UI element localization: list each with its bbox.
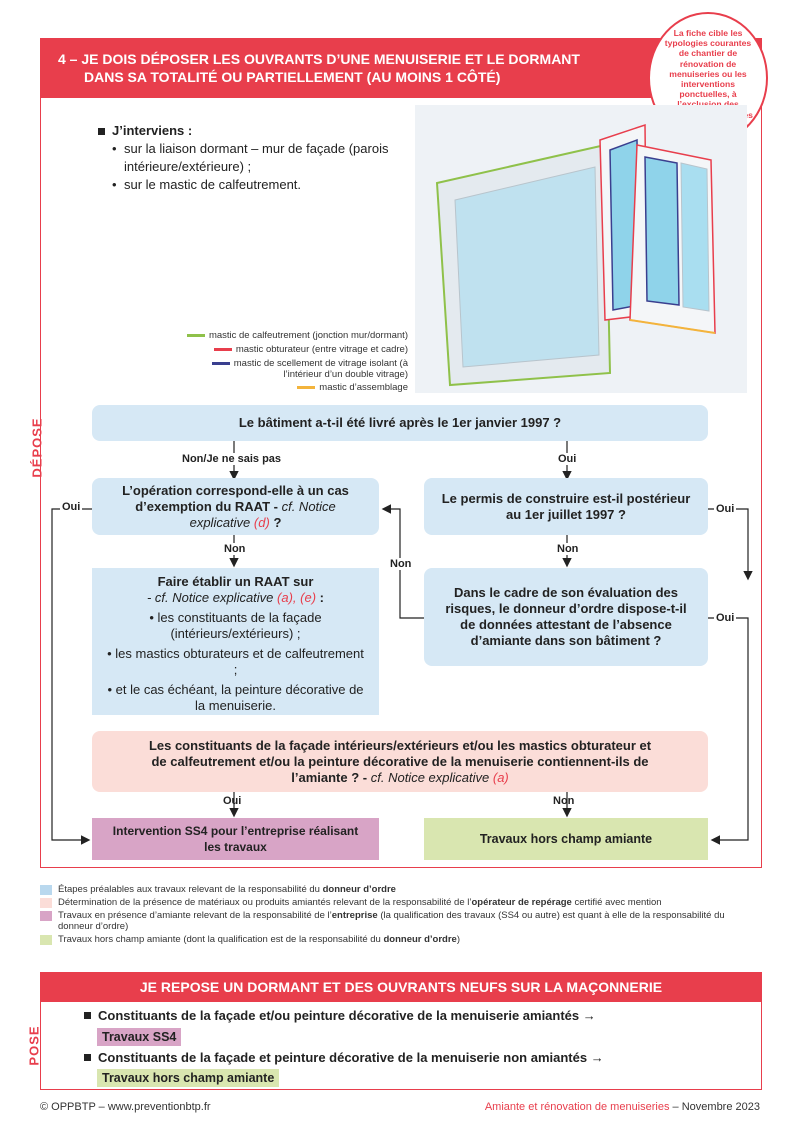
label-no: Non: [222, 543, 248, 555]
intro-item: sur le mastic de calfeutrement.: [112, 176, 398, 194]
label-no: Non: [555, 543, 581, 555]
intro-title: J’interviens :: [98, 122, 398, 140]
outcome-out-of-scope: Travaux hors champ amiante: [424, 818, 708, 860]
color-key-item: Travaux hors champ amiante (dont la qual…: [40, 934, 762, 945]
raat-title: Faire établir un RAAT sur: [157, 574, 314, 589]
section-header: 4 – JE DOIS DÉPOSER LES OUVRANTS D’UNE M…: [40, 38, 762, 98]
bullet-square-icon: [84, 1054, 91, 1061]
legend-swatch: [211, 361, 230, 365]
label-no: Non: [388, 558, 414, 570]
window-illustration: [415, 105, 747, 393]
header-line-2: DANS SA TOTALITÉ OU PARTIELLEMENT (AU MO…: [84, 69, 501, 85]
legend-swatch: [297, 385, 316, 389]
question-asbestos-content: Les constituants de la façade intérieurs…: [92, 731, 708, 792]
label-yes: Oui: [714, 612, 737, 624]
color-key-item: Étapes préalables aux travaux relevant d…: [40, 884, 762, 895]
intro-block: J’interviens : sur la liaison dormant – …: [98, 122, 398, 194]
legend-item: mastic de scellement de vitrage isolant …: [178, 358, 408, 380]
depose-frame: [40, 98, 762, 868]
tag-ss4: Travaux SS4: [97, 1028, 182, 1046]
legend-item: mastic d’assemblage: [297, 382, 408, 393]
pose-frame: [40, 1002, 762, 1090]
raat-item: • les mastics obturateurs et de calfeutr…: [107, 646, 364, 677]
pose-item: Constituants de la façade et/ou peinture…: [84, 1008, 596, 1023]
color-key: Étapes préalables aux travaux relevant d…: [40, 884, 762, 947]
tag-out-of-scope: Travaux hors champ amiante: [97, 1069, 280, 1087]
pose-side-label: POSE: [26, 1025, 42, 1066]
bullet-square-icon: [98, 127, 105, 135]
pose-header: JE REPOSE UN DORMANT ET DES OUVRANTS NEU…: [40, 972, 762, 1002]
raat-item: • et le cas échéant, la peinture décorat…: [107, 682, 364, 713]
color-key-item: Détermination de la présence de matériau…: [40, 897, 762, 908]
question-raat-exemption: L’opération correspond-elle à un cas d’e…: [92, 478, 379, 535]
outcome-ss4: Intervention SS4 pour l’entreprise réali…: [92, 818, 379, 860]
label-no-unknown: Non/Je ne sais pas: [180, 453, 284, 465]
label-no: Non: [553, 795, 575, 807]
label-yes: Oui: [556, 453, 579, 465]
legend-swatch: [186, 333, 205, 337]
label-yes: Oui: [714, 503, 737, 515]
legend-swatch: [213, 347, 232, 351]
question-risk-data: Dans le cadre de son évaluation des risq…: [424, 568, 708, 666]
raat-item: • les constituants de la façade (intérie…: [149, 610, 322, 641]
intro-item: sur la liaison dormant – mur de façade (…: [112, 140, 398, 176]
header-line-1: 4 – JE DOIS DÉPOSER LES OUVRANTS D’UNE M…: [58, 51, 580, 67]
bullet-square-icon: [84, 1012, 91, 1019]
question-delivery-date: Le bâtiment a-t-il été livré après le 1e…: [92, 405, 708, 441]
pose-item: Constituants de la façade et peinture dé…: [84, 1050, 604, 1065]
color-key-item: Travaux en présence d’amiante relevant d…: [40, 910, 762, 932]
footer-copyright: © OPPBTP – www.preventionbtp.fr: [40, 1101, 211, 1113]
label-yes: Oui: [60, 501, 83, 513]
raat-instruction: Faire établir un RAAT sur - cf. Notice e…: [92, 568, 379, 715]
question-building-permit: Le permis de construire est-il postérieu…: [424, 478, 708, 535]
legend-item: mastic obturateur (entre vitrage et cadr…: [213, 344, 408, 355]
intro-list: sur la liaison dormant – mur de façade (…: [112, 140, 398, 194]
footer-publication: Amiante et rénovation de menuiseries – N…: [484, 1101, 760, 1113]
label-yes: Oui: [223, 795, 242, 807]
legend-item: mastic de calfeutrement (jonction mur/do…: [186, 330, 408, 341]
window-drawing-icon: [435, 123, 716, 387]
